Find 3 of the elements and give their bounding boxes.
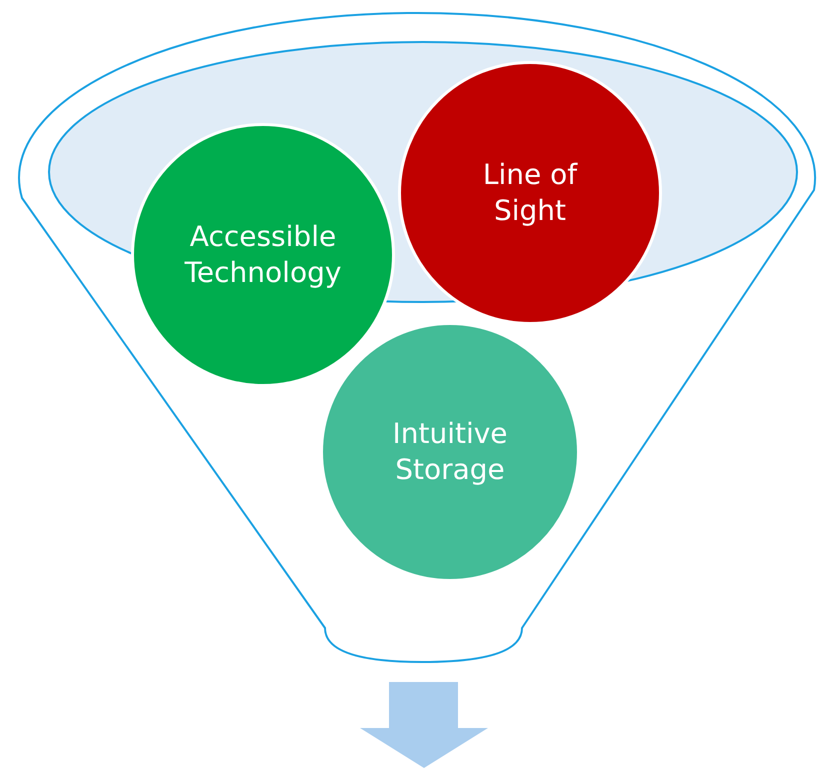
- node-label: Intuitive Storage: [391, 416, 509, 488]
- node-label: Line of Sight: [482, 156, 579, 229]
- node-label: Accessible Technology: [184, 218, 342, 291]
